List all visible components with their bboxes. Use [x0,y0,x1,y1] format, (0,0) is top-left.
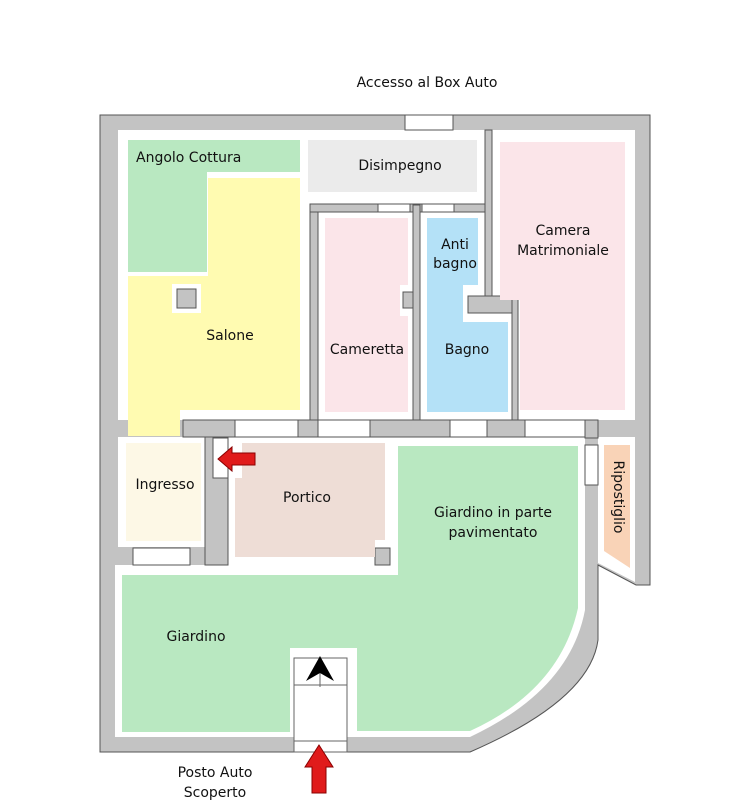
label-box-access: Accesso al Box Auto [357,75,498,91]
label-cameretta: Cameretta [330,342,404,358]
window [421,203,455,213]
window [132,547,191,566]
label-giardino: Giardino [166,629,225,645]
column [176,288,197,309]
label-anti-bagno: bagno [433,256,477,272]
wall [584,419,599,439]
label-angolo-cottura: Angolo Cottura [136,150,241,166]
room-giardino [122,446,578,732]
room-ingresso [126,443,201,541]
label-camera-matrimoniale: Camera [536,223,591,239]
label-ripostiglio: Ripostiglio [610,461,626,534]
window [317,419,371,438]
label-giardino-pavimentato: pavimentato [449,525,538,541]
label-disimpegno: Disimpegno [358,158,441,174]
wall [484,129,493,306]
wall [412,204,421,421]
label-bagno: Bagno [445,342,490,358]
wall [402,291,414,309]
label-posto-auto: Scoperto [184,785,246,801]
wall [309,204,319,421]
wall [467,295,513,314]
window [234,419,299,438]
entrance-arrow-up-icon [304,744,334,794]
label-salone: Salone [206,328,253,344]
room-angolo-cottura [128,140,300,272]
label-giardino-pavimentato: Giardino in parte [434,505,552,521]
entrance-arrow-left-icon [217,445,256,473]
label-ingresso: Ingresso [135,477,194,493]
label-camera-matrimoniale: Matrimoniale [517,243,609,259]
window [449,419,488,438]
room-salone [128,178,300,436]
label-posto-auto: Posto Auto [178,765,253,781]
window [377,203,411,213]
label-anti-bagno: Anti [441,237,469,253]
door [584,444,599,486]
room-ripostiglio [604,445,630,568]
room-camera-matrimoniale [500,142,625,410]
wall [374,547,391,566]
room-cameretta [325,218,408,412]
stairs-direction-arrow-icon [306,656,334,681]
room-disimpegno [308,140,477,192]
window [524,419,586,438]
room-bagno [427,218,508,412]
label-portico: Portico [283,490,331,506]
room-portico [235,443,385,557]
window [404,114,454,131]
